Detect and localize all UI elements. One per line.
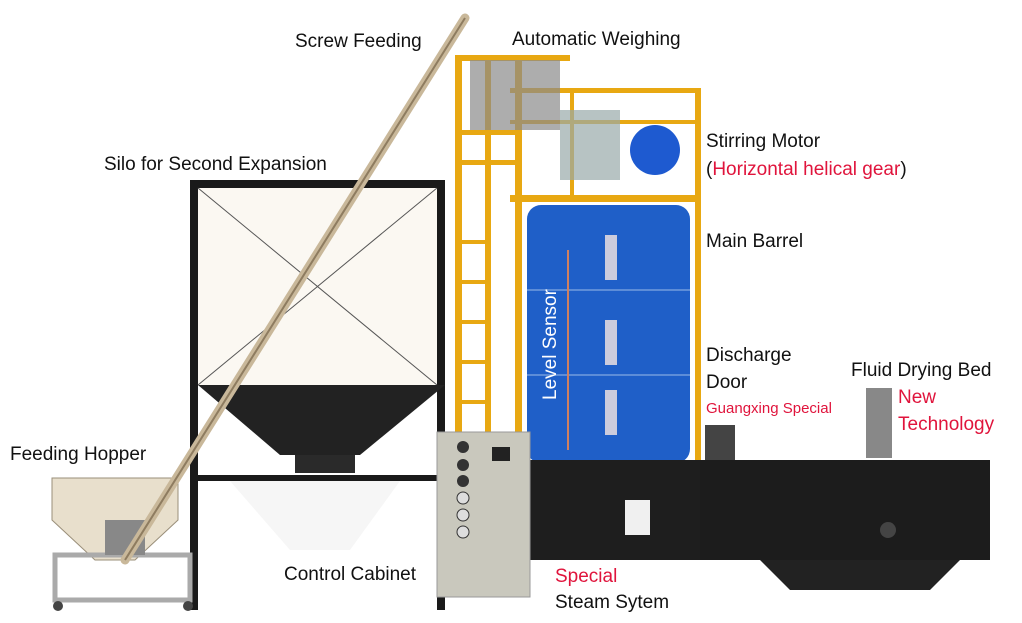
label-feeding-hopper: Feeding Hopper — [10, 444, 147, 465]
machine-base — [530, 460, 700, 560]
stirring-motor — [630, 125, 680, 175]
note-horizontal-helical-gear: Horizontal helical gear — [712, 159, 901, 180]
control-cabinet — [436, 431, 531, 598]
fluid-drying-bed — [700, 388, 990, 590]
label-silo: Silo for Second Expansion — [104, 154, 327, 175]
paren-open: ( — [706, 159, 713, 180]
label-automatic-weighing: Automatic Weighing — [512, 29, 681, 50]
note-guangxing-special: Guangxing Special — [706, 400, 832, 417]
label-steam-system: Steam Sytem — [555, 592, 670, 613]
label-stirring-motor-note: (Horizontal helical gear) — [706, 159, 907, 181]
note-special: Special — [555, 566, 618, 587]
label-stirring-motor: Stirring Motor — [706, 131, 821, 152]
label-main-barrel: Main Barrel — [706, 231, 804, 252]
label-fluid-drying-bed: Fluid Drying Bed — [851, 360, 992, 381]
note-new: New — [898, 387, 937, 408]
label-control-cabinet: Control Cabinet — [284, 564, 417, 585]
label-discharge: Discharge — [706, 345, 792, 366]
note-technology: Technology — [898, 414, 995, 435]
feeding-hopper — [51, 477, 193, 611]
label-level-sensor: Level Sensor — [540, 289, 561, 400]
weighing-hopper — [470, 60, 560, 130]
label-door: Door — [706, 372, 748, 393]
silo — [190, 180, 445, 610]
main-barrel — [527, 205, 690, 463]
paren-close: ) — [900, 159, 907, 180]
label-screw-feeding: Screw Feeding — [295, 31, 422, 52]
